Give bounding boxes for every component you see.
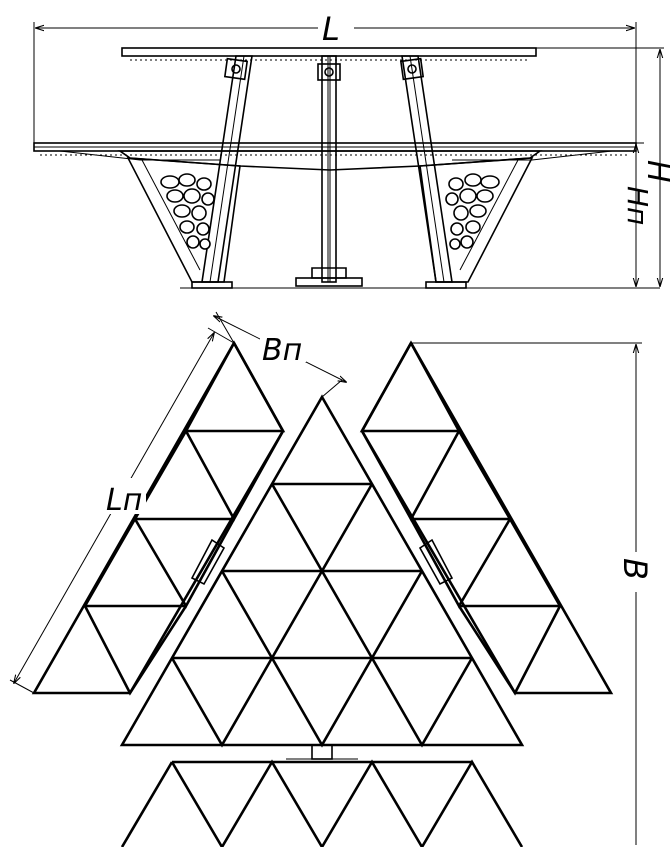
dimension-overall-height: H: [536, 47, 672, 286]
label-overall-width: B: [616, 558, 654, 580]
dimension-bench-length: Lп: [9, 327, 235, 694]
label-bench-length: Lп: [106, 483, 142, 518]
left-leg: [191, 55, 253, 289]
right-bench-support: [419, 157, 534, 283]
left-bench-support: [126, 157, 241, 283]
bench-seat: [33, 142, 637, 171]
dimension-bench-height: Hп: [621, 142, 654, 286]
central-column: [295, 55, 363, 287]
plan-view: Bп Lп B: [9, 311, 654, 847]
label-overall-length: L: [322, 10, 340, 48]
left-bench-plan: [31, 340, 286, 696]
right-stone-infill: [445, 173, 500, 250]
right-leg: [399, 55, 467, 289]
label-bench-width: Bп: [262, 333, 302, 368]
dimension-overall-length: L: [33, 8, 637, 148]
dimension-bench-width: Bп: [214, 311, 346, 398]
right-bench-plan: [359, 340, 614, 696]
dimension-overall-width: B: [411, 342, 654, 845]
table-top-plan: [119, 394, 525, 748]
bottom-bench-plan: [120, 759, 524, 847]
label-overall-height: H: [640, 160, 672, 183]
front-elevation: L: [33, 8, 672, 289]
label-bench-height: Hп: [621, 186, 654, 225]
table-top: [121, 47, 537, 61]
left-stone-infill: [160, 173, 215, 250]
